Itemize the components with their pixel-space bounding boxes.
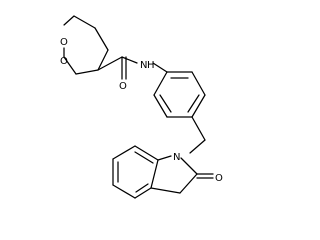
bond-benzene-2 — [191, 71, 206, 96]
chemical-structure-diagram: O O O N H N O — [60, 15, 223, 199]
bond-arene-a — [134, 145, 159, 161]
bond-carbonyl-carbon-to-ch2 — [179, 173, 198, 194]
bond-ring-to-carbonyl — [97, 56, 123, 71]
methylene-bridge — [189, 116, 206, 154]
bond-methylene-to-indolinone-n — [189, 139, 206, 154]
bond-arene-inner-1 — [134, 151, 154, 164]
amide-oxygen-label: O — [119, 81, 127, 92]
bond-arene-d — [112, 184, 136, 199]
bond-benzene-to-methylene — [191, 116, 206, 141]
indolinone-nitrogen-label: N — [173, 152, 180, 163]
amide-nitrogen-label: N — [140, 60, 147, 71]
bond-dioxane-o-top-left — [63, 15, 75, 26]
dioxane-ring — [63, 15, 109, 75]
bond-benzene-inner-2 — [187, 94, 200, 113]
bond-arene-e — [134, 187, 152, 199]
bond-benzene-3 — [191, 94, 206, 118]
amide-linker — [97, 56, 168, 80]
bond-benzene-5 — [153, 94, 168, 118]
bond-arene-inner-3 — [135, 183, 149, 193]
bond-aromatic-to-n — [157, 155, 172, 161]
bond-carbonyl-to-nitrogen — [121, 56, 138, 64]
bond-dioxane-c-right — [94, 27, 109, 51]
bond-dioxane-c-upper-right — [73, 15, 96, 29]
atom-labels: O O O N H N O — [60, 37, 223, 184]
bond-aromatic-fused — [150, 159, 159, 189]
bond-arene-b — [112, 145, 136, 160]
bond-benzene-6 — [153, 71, 168, 96]
bond-n-to-carbonyl-carbon — [180, 157, 198, 175]
bond-dioxane-c-left — [63, 56, 77, 75]
benzene-ring — [153, 71, 206, 118]
bond-nitrogen-to-benzene — [152, 62, 168, 73]
indolinone-system — [112, 145, 214, 199]
ring-oxygen-top-label: O — [60, 37, 68, 48]
bond-ch2-to-aromatic — [150, 187, 181, 194]
bond-dioxane-c-lower-left — [75, 69, 99, 75]
bond-benzene-inner-3 — [159, 94, 172, 113]
ring-oxygen-bottom-label: O — [60, 56, 68, 67]
amide-hydrogen-label: H — [147, 60, 155, 71]
bond-dioxane-o-bottom — [97, 49, 109, 71]
lactam-oxygen-label: O — [215, 173, 223, 184]
